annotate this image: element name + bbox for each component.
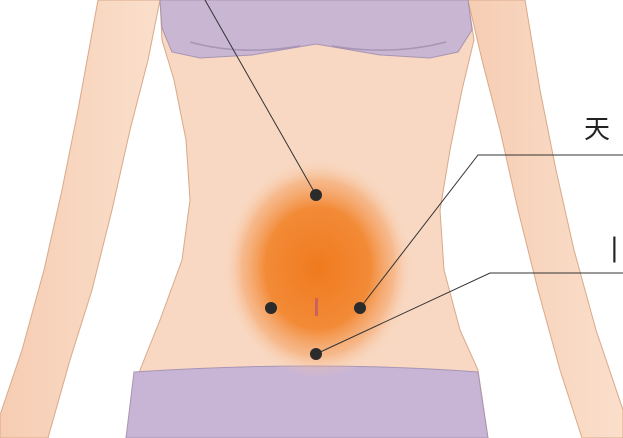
acupoint-left-dot bbox=[265, 302, 277, 314]
acupoint-label-right: 天 bbox=[584, 117, 610, 143]
acupoint-upper-dot bbox=[310, 189, 322, 201]
acupoint-right-dot bbox=[354, 302, 366, 314]
right-arm bbox=[468, 0, 623, 438]
navel bbox=[315, 298, 318, 316]
acupoint-lower-dot bbox=[310, 348, 322, 360]
acupoint-label-lower: | bbox=[610, 235, 619, 261]
